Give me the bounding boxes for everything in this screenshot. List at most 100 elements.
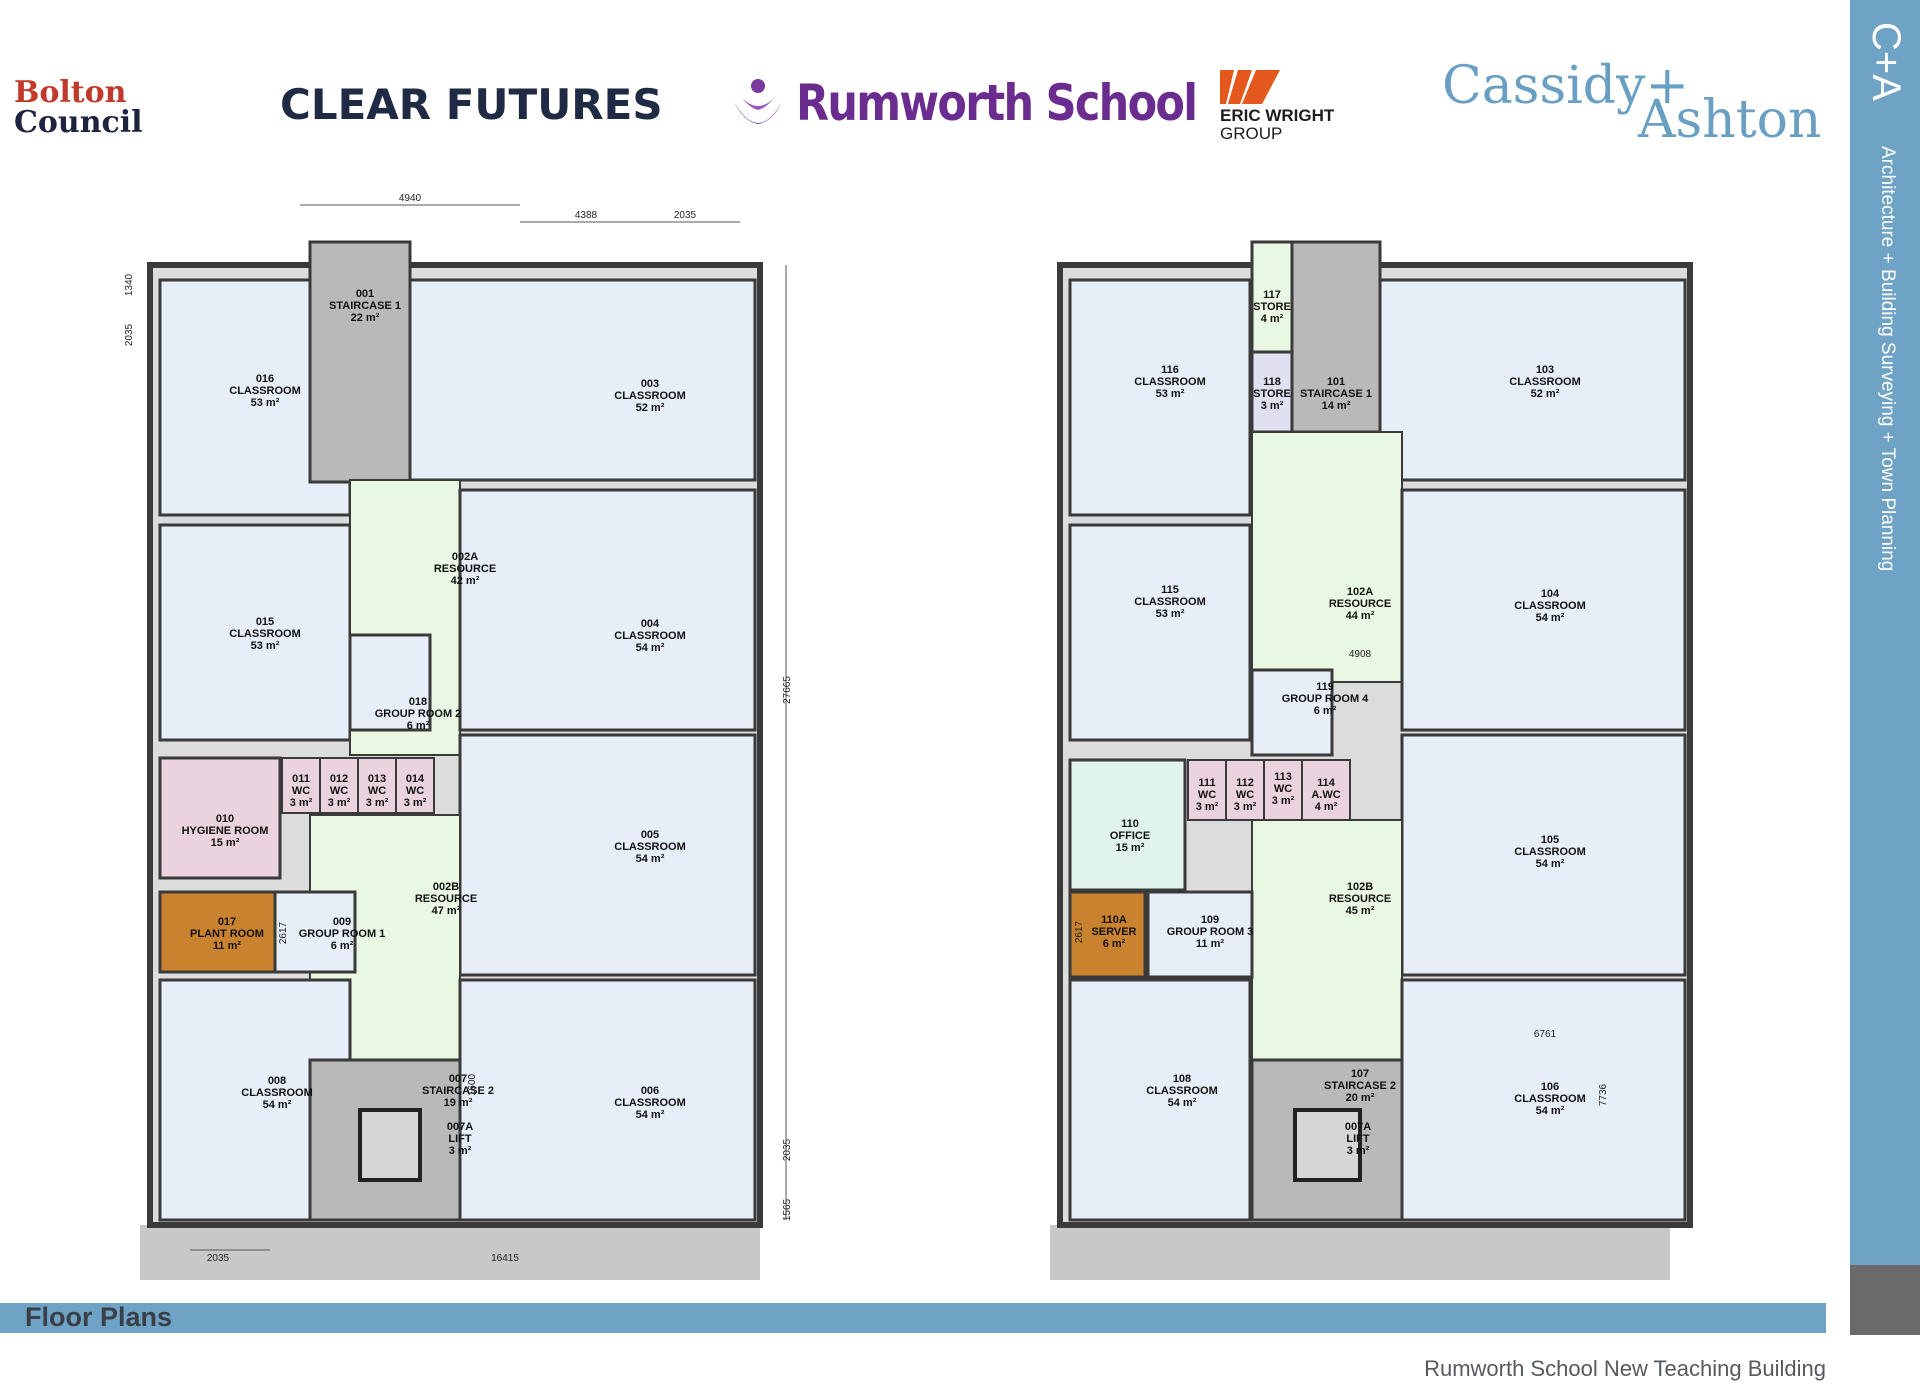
label-107a-area: 3 m² [1347,1145,1370,1157]
room-110a [1068,890,1147,979]
room-005 [458,733,757,977]
label-001-area: 22 m² [351,312,380,324]
room-110 [1068,758,1187,892]
label-107a-num: 007A [1345,1121,1371,1133]
dim-ground-6: 2035 [782,1138,793,1161]
label-111-num: 111 [1198,777,1215,789]
label-115-area: 53 m² [1156,608,1185,620]
label-117-area: 4 m² [1261,313,1284,325]
label-001-name: STAIRCASE 1 [329,300,401,312]
label-009-area: 6 m² [331,940,354,952]
label-110a-name: SERVER [1091,926,1136,938]
label-108-area: 54 m² [1168,1097,1197,1109]
label-117-name: STORE [1253,301,1291,313]
rumworth-school-logo-icon [728,74,788,140]
label-007-name: STAIRCASE 2 [422,1085,494,1097]
band-title: Floor Plans [25,1302,173,1332]
label-103-num: 103 [1536,364,1554,376]
label-006-name: CLASSROOM [614,1097,686,1109]
label-101-num: 101 [1327,376,1345,388]
label-018-area: 6 m² [407,720,430,732]
label-112-num: 112 [1236,777,1254,789]
label-017-num: 017 [218,916,236,928]
label-011-num: 011 [292,773,310,785]
label-110a-area: 6 m² [1103,938,1126,950]
dim-ground-8: 2035 [207,1253,230,1264]
label-010-name: HYGIENE ROOM [182,825,269,837]
room-015 [158,523,352,742]
label-116-name: CLASSROOM [1134,376,1206,388]
dim-ground-7: 1565 [782,1198,793,1221]
label-006-area: 54 m² [636,1109,665,1121]
eric-wright-mark-icon [1220,70,1280,104]
room-106 [1400,978,1687,1222]
ground-shadow [140,1225,760,1280]
label-004-area: 54 m² [636,642,665,654]
label-105-name: CLASSROOM [1514,846,1586,858]
room-004 [458,488,757,732]
room-109 [1146,890,1254,979]
dim-ground-3: 1340 [124,273,135,296]
room-112 [1225,759,1265,821]
room-116 [1068,278,1252,517]
label-109-area: 11 m² [1196,938,1224,950]
label-113-area: 3 m² [1272,795,1295,807]
room-009 [273,890,357,974]
label-012-name: WC [330,785,348,797]
eric-wright-line1: ERIC WRIGHT [1220,106,1335,125]
dim-ground-2: 2035 [674,210,697,221]
room-104 [1400,488,1687,732]
label-014-area: 3 m² [404,797,427,809]
label-104-num: 104 [1541,588,1560,600]
dim-ground-5: 27665 [782,676,793,704]
label-007-num: 007 [449,1073,467,1085]
ground-floor-plan: 016 CLASSROOM 53 m² 001 STAIRCASE 1 22 m… [124,193,793,1280]
label-118-name: STORE [1253,388,1291,400]
label-116-area: 53 m² [1156,388,1185,400]
label-107-area: 20 m² [1346,1092,1375,1104]
label-117-num: 117 [1263,289,1281,301]
label-106-area: 54 m² [1536,1105,1565,1117]
title-band [0,1303,1826,1333]
label-102b-name: RESOURCE [1329,893,1391,905]
room-102b [1251,819,1403,1061]
label-016-area: 53 m² [251,397,280,409]
label-006-num: 006 [641,1085,659,1097]
label-102b-area: 45 m² [1346,905,1375,917]
label-010-area: 15 m² [211,837,240,849]
label-114-area: 4 m² [1315,801,1338,813]
first-shadow [1050,1225,1670,1280]
label-101-name: STAIRCASE 1 [1300,388,1372,400]
first-floor-plan: 116 CLASSROOM 53 m² 117 STORE 4 m² 118 S… [1050,240,1693,1280]
label-114-name: A.WC [1311,789,1340,801]
label-015-name: CLASSROOM [229,628,301,640]
room-013 [357,757,397,814]
label-015-num: 015 [256,616,274,628]
label-003-name: CLASSROOM [614,390,686,402]
label-017-area: 11 m² [213,940,241,952]
label-002b-name: RESOURCE [415,893,477,905]
room-003 [408,278,757,482]
dim-ground-10: 2617 [278,921,289,944]
bolton-logo-line2: Council [14,105,143,140]
label-110a-num: 110A [1101,914,1127,926]
label-002a-num: 002A [452,551,478,563]
room-115 [1068,523,1252,742]
label-119-num: 119 [1316,681,1334,693]
room-012 [319,757,359,814]
label-004-num: 004 [641,618,660,630]
label-005-area: 54 m² [636,853,665,865]
label-014-num: 014 [406,773,425,785]
room-014 [395,757,435,814]
label-002b-num: 002B [433,881,459,893]
cassidy-ashton-logo: Cassidy+ Ashton [1442,60,1821,146]
label-102a-name: RESOURCE [1329,598,1391,610]
label-005-num: 005 [641,829,659,841]
dim-ground-4: 2035 [124,323,135,346]
sidebar-tagline: Architecture + Building Surveying + Town… [1877,146,1898,572]
label-013-name: WC [368,785,386,797]
label-113-num: 113 [1274,771,1292,783]
dim-ground-1: 4388 [575,210,598,221]
dim-first-1: 2617 [1074,920,1085,943]
label-004-name: CLASSROOM [614,630,686,642]
